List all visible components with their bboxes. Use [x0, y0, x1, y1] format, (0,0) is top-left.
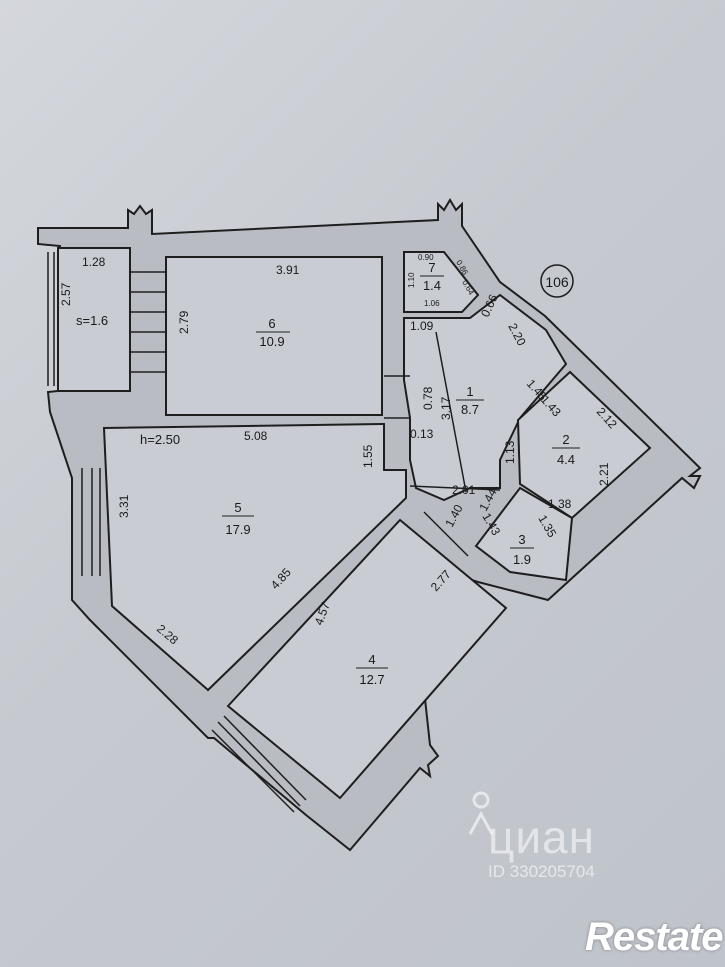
listing-id-watermark: ID 330205704 [488, 862, 595, 881]
dim-label: 2.01 [452, 483, 476, 497]
room-5-area: 17.9 [225, 522, 250, 537]
dim-label: 5.08 [244, 429, 268, 443]
balcony-outline [57, 247, 131, 392]
room-6-outline [165, 256, 383, 416]
room-2-area: 4.4 [557, 452, 575, 467]
room-1-area: 8.7 [461, 402, 479, 417]
room-4-number: 4 [368, 652, 375, 667]
dim-label: 3.91 [276, 263, 300, 277]
room-6-area: 10.9 [259, 334, 284, 349]
apartment-number-circle [540, 264, 574, 298]
room-4-area: 12.7 [359, 672, 384, 687]
dim-label: 1.28 [82, 255, 106, 269]
room-3-outline [474, 486, 574, 582]
room-2-number: 2 [562, 432, 569, 447]
room-7-outline [403, 251, 480, 313]
dim-label: 1.13 [503, 440, 517, 464]
dim-label: 2.57 [59, 282, 73, 306]
room-5-number: 5 [234, 500, 241, 515]
cian-logo-icon [468, 791, 494, 835]
cian-watermark: циан [488, 811, 596, 863]
ceiling-height: h=2.50 [140, 432, 180, 447]
apartment-number: 106 [545, 274, 569, 290]
balcony-area: s=1.6 [76, 313, 108, 328]
dim-label: 2.21 [597, 462, 611, 486]
room-3-number: 3 [518, 532, 525, 547]
room-7-number: 7 [428, 260, 435, 275]
dim-label: 1.38 [548, 497, 572, 511]
room-3-area: 1.9 [513, 552, 531, 567]
room-2-outline [516, 370, 652, 520]
dim-label: 2.79 [177, 310, 191, 334]
room-1-outline [403, 293, 568, 502]
room-1-number: 1 [466, 384, 473, 399]
dim-label: 0.78 [421, 386, 435, 410]
room-4-outline [226, 518, 508, 800]
room-6-number: 6 [268, 316, 275, 331]
dim-label: 1.55 [361, 444, 375, 468]
dim-label: 1.10 [407, 272, 416, 288]
dim-label: 0.13 [410, 427, 434, 441]
room-7-area: 1.4 [423, 278, 441, 293]
restate-logo: Restate [585, 915, 724, 959]
room-5-outline [102, 422, 407, 692]
dim-label: 1.09 [410, 319, 434, 333]
dim-label: 3.31 [117, 494, 131, 518]
dim-label: 3.17 [439, 396, 453, 420]
dim-label: 0.90 [418, 253, 434, 262]
dim-label: 1.06 [424, 299, 440, 308]
